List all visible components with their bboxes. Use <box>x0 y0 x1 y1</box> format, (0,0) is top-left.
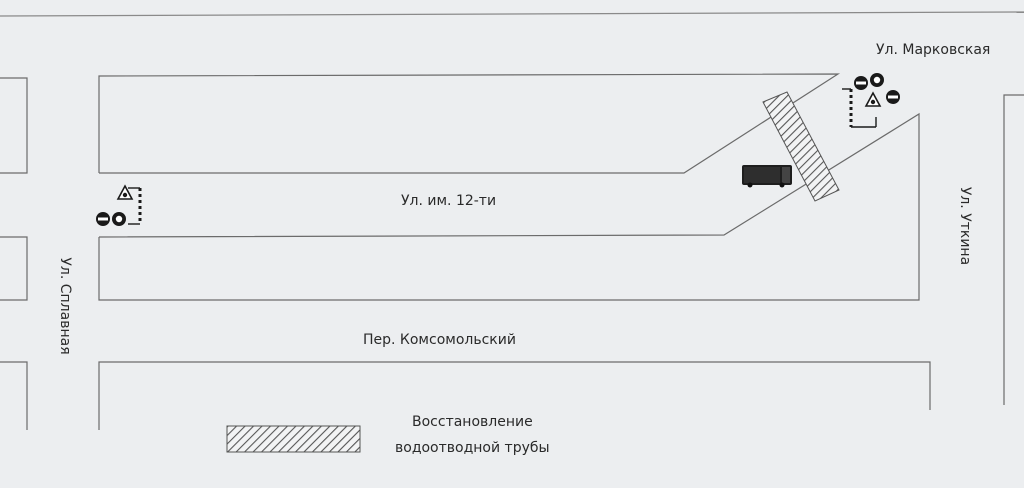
top-border-line <box>0 11 1024 17</box>
street-label-komsomolsky: Пер. Комсомольский <box>363 332 516 348</box>
upper-block <box>98 73 841 174</box>
legend-text-line2: водоотводной трубы <box>395 440 550 456</box>
street-label-splavnaya: Ул. Сплавная <box>57 257 73 355</box>
left-blocks <box>0 77 28 430</box>
truck-icon <box>742 165 792 188</box>
barrier-icon <box>128 187 142 225</box>
legend-text-line1: Восстановление <box>412 414 533 430</box>
street-label-utkina: Ул. Уткина <box>957 186 973 266</box>
bottom-block <box>98 361 931 430</box>
no-entry-sign-icon <box>854 76 868 90</box>
right-signs <box>842 73 900 128</box>
street-label-im12ti: Ул. им. 12-ти <box>401 193 497 209</box>
no-entry-sign-icon <box>112 212 126 226</box>
no-entry-sign-icon <box>96 212 110 226</box>
road-sign-warning-icon <box>116 184 134 200</box>
no-entry-sign-icon <box>886 90 900 104</box>
street-label-markovskaya: Ул. Марковская <box>876 42 991 58</box>
lower-block <box>98 112 920 301</box>
repair-zone <box>762 91 840 202</box>
no-entry-sign-icon <box>870 73 884 87</box>
right-block <box>1003 94 1024 405</box>
left-signs <box>96 184 142 226</box>
legend-hatch-swatch <box>226 425 361 453</box>
barrier-icon <box>842 88 877 128</box>
road-sign-warning-icon <box>864 91 882 107</box>
